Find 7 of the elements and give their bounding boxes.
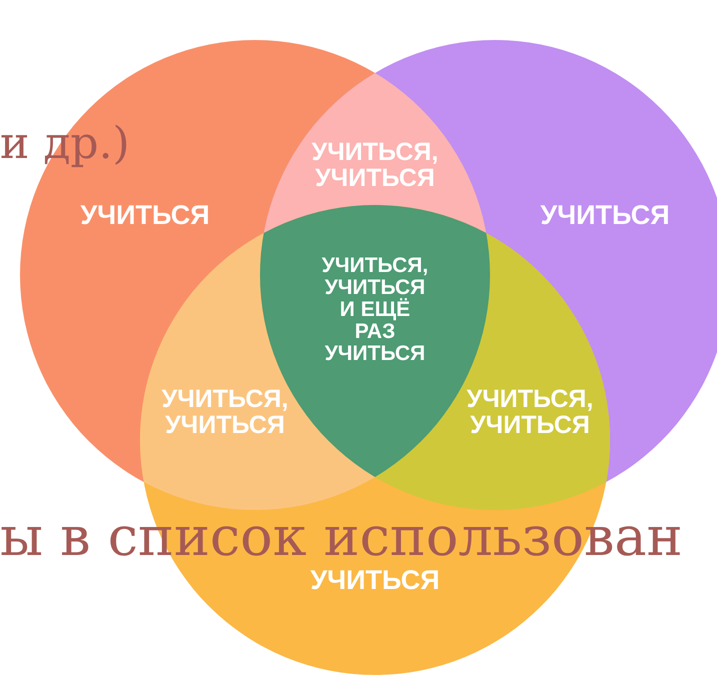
region-label: УЧИТЬСЯ	[540, 200, 670, 230]
region-label: УЧИТЬСЯ	[80, 200, 210, 230]
region-label: УЧИТЬСЯ, УЧИТЬСЯ	[466, 386, 594, 438]
region-label: УЧИТЬСЯ, УЧИТЬСЯ	[162, 386, 288, 438]
region-label: УЧИТЬСЯ, УЧИТЬСЯ И ЕЩЁ РАЗ УЧИТЬСЯ	[318, 254, 432, 366]
region-label: УЧИТЬСЯ, УЧИТЬСЯ	[312, 138, 438, 192]
region-label: УЧИТЬСЯ	[310, 566, 440, 594]
